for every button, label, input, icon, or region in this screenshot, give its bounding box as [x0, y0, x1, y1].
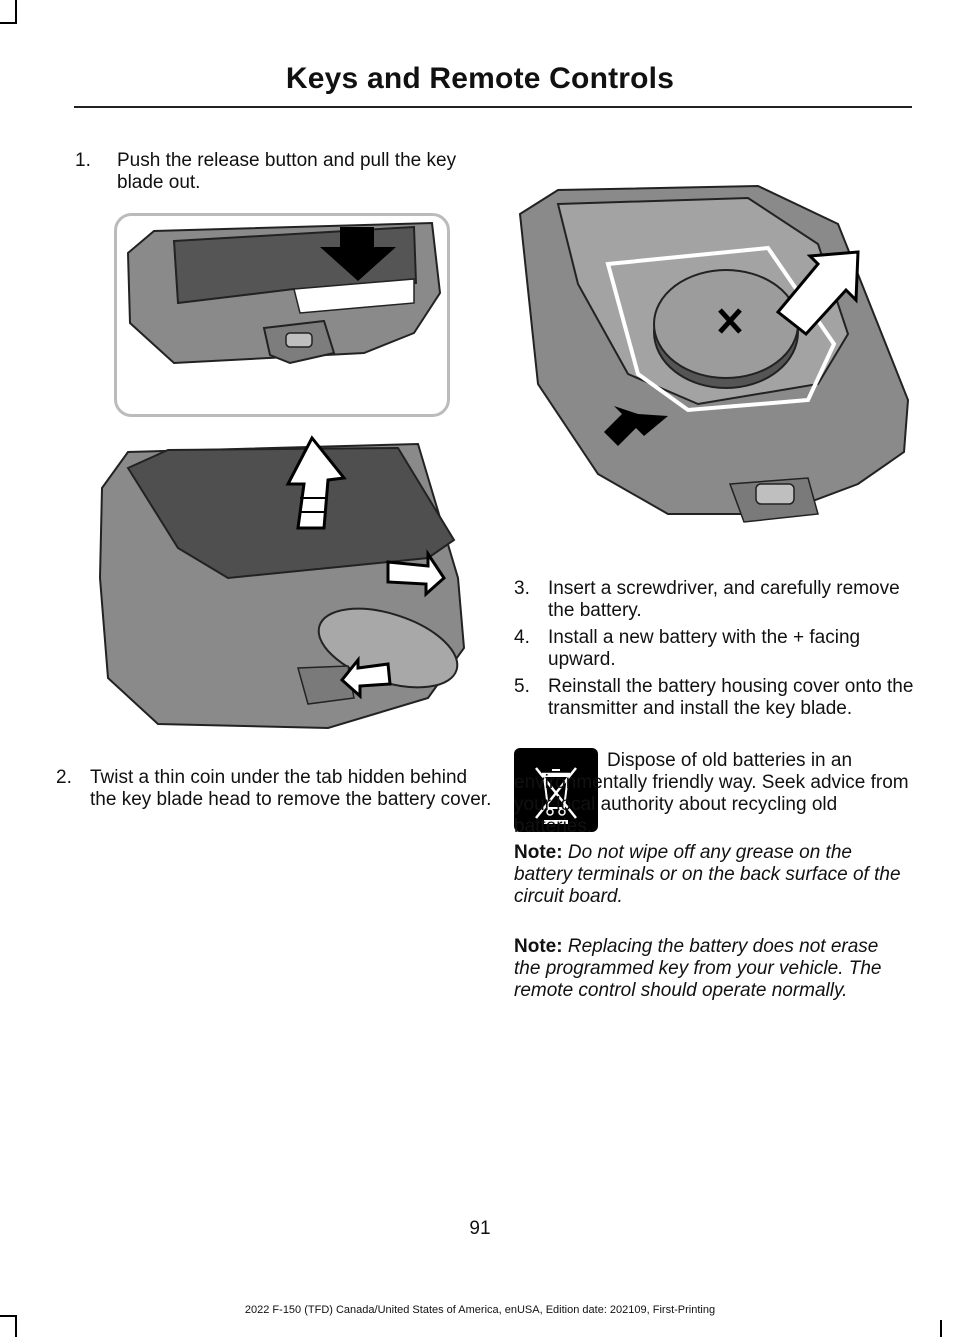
step-number: 1. [75, 150, 91, 171]
step-text: Insert a screwdriver, and carefully remo… [548, 578, 900, 621]
crop-mark-tl-h [0, 22, 17, 24]
header-divider [74, 106, 912, 108]
step-5: 5. Reinstall the battery housing cover o… [514, 676, 914, 720]
release-arrow-icon [320, 227, 396, 281]
note-label: Note: [514, 842, 563, 863]
step-number: 4. [514, 627, 530, 648]
crop-mark-br-v [940, 1320, 942, 1337]
disposal-text-content: Dispose of old batteries in an environme… [514, 750, 909, 837]
battery-plus-icon [653, 269, 799, 389]
step-text: Reinstall the battery housing cover onto… [548, 676, 914, 719]
note-2: Note: Replacing the battery does not era… [514, 936, 909, 1002]
lift-arrow-icon [285, 435, 446, 700]
step-number: 2. [56, 767, 72, 788]
note-text: Replacing the battery does not erase the… [514, 936, 882, 1001]
figure-battery-cover-removal [98, 435, 466, 730]
crop-mark-bl-v [15, 1315, 17, 1337]
step-number: 3. [514, 578, 530, 599]
step-4: 4. Install a new battery with the + faci… [514, 627, 914, 671]
crop-mark-bl-h [0, 1315, 17, 1317]
note-1: Note: Do not wipe off any grease on the … [514, 842, 909, 908]
step-text: Push the release button and pull the key… [117, 150, 457, 193]
page-title: Keys and Remote Controls [285, 62, 675, 95]
figure-key-blade-release [114, 213, 450, 417]
recycle-bin-icon [514, 748, 598, 832]
footer-text: 2022 F-150 (TFD) Canada/United States of… [244, 1304, 716, 1316]
step-2: 2. Twist a thin coin under the tab hidde… [56, 767, 496, 811]
note-text: Do not wipe off any grease on the batter… [514, 842, 901, 907]
lift-arrow-icon [775, 250, 860, 337]
note-label: Note: [514, 936, 563, 957]
step-3: 3. Insert a screwdriver, and carefully r… [514, 578, 914, 622]
release-arrow-icon [604, 406, 668, 446]
step-number: 5. [514, 676, 530, 697]
figure-battery-removal [518, 184, 910, 523]
step-text: Install a new battery with the + facing … [548, 627, 861, 670]
page-number: 91 [469, 1218, 491, 1239]
step-text: Twist a thin coin under the tab hidden b… [90, 767, 492, 810]
disposal-text: Dispose of old batteries in an environme… [514, 750, 909, 838]
crop-mark-tl-v [15, 0, 17, 22]
step-1: 1. Push the release button and pull the … [75, 150, 475, 194]
